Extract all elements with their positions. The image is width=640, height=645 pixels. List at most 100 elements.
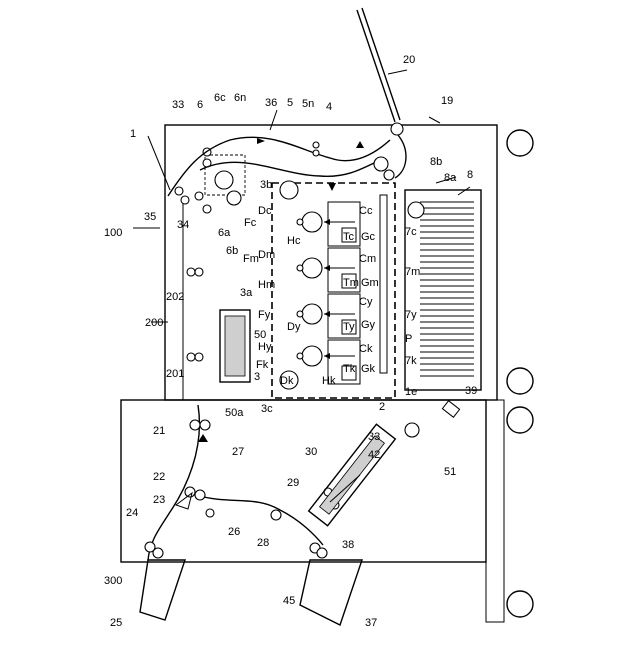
- label-Gm: Gm: [361, 277, 379, 289]
- label-6: 6: [197, 99, 203, 111]
- manual-tray-line-b: [362, 8, 400, 120]
- belt-roller-top: [280, 181, 298, 199]
- label-26: 26: [228, 526, 240, 538]
- wheel-mid-upper: [507, 368, 533, 394]
- label-3b: 3b: [260, 179, 272, 191]
- label-1e: 1e: [405, 386, 417, 398]
- label-38: 38: [342, 539, 354, 551]
- label-Hy: Hy: [258, 341, 272, 353]
- reference-labels: 100 1 19 20 36 33 6 6c 6n 5 5n 4 8b 8a 8…: [104, 54, 477, 629]
- pickup-roller: [408, 202, 424, 218]
- label-Fc: Fc: [244, 217, 257, 229]
- label-Tc: Tc: [343, 231, 355, 243]
- lower-unit-frame: [121, 400, 486, 562]
- label-300: 300: [104, 575, 122, 587]
- wheel-mid-lower: [507, 407, 533, 433]
- label-4: 4: [326, 101, 332, 113]
- label-28: 28: [257, 537, 269, 549]
- label-30: 30: [305, 446, 317, 458]
- label-3c: 3c: [261, 403, 273, 415]
- label-Ck: Ck: [359, 343, 373, 355]
- switch-guide: [176, 493, 192, 509]
- label-Fk: Fk: [256, 359, 269, 371]
- label-36: 36: [265, 97, 277, 109]
- label-3a: 3a: [240, 287, 253, 299]
- label-7y: 7y: [405, 309, 417, 321]
- label-Gk: Gk: [361, 363, 376, 375]
- label-5: 5: [287, 97, 293, 109]
- label-Dy: Dy: [287, 321, 301, 333]
- label-25: 25: [110, 617, 122, 629]
- label-33-bottom: 33: [368, 431, 380, 443]
- label-21: 21: [153, 425, 165, 437]
- output-tray-right: [300, 560, 362, 625]
- transfer-guide: [380, 195, 387, 373]
- drum-cyan: [302, 212, 322, 232]
- label-19: 19: [441, 95, 453, 107]
- label-P: P: [405, 333, 412, 345]
- label-45: 45: [283, 595, 295, 607]
- label-Gy: Gy: [361, 319, 376, 331]
- label-Ty: Ty: [343, 321, 355, 333]
- label-2: 2: [379, 401, 385, 413]
- label-51: 51: [444, 466, 456, 478]
- wheel-bottom: [507, 591, 533, 617]
- label-50a: 50a: [225, 407, 244, 419]
- label-201: 201: [166, 368, 184, 380]
- label-34: 34: [177, 219, 189, 231]
- label-6n: 6n: [234, 92, 246, 104]
- label-6b: 6b: [226, 245, 238, 257]
- label-39: 39: [465, 385, 477, 397]
- drum-black: [302, 346, 322, 366]
- manual-tray-line-a: [357, 10, 395, 122]
- label-Dc: Dc: [258, 205, 272, 217]
- label-5n: 5n: [302, 98, 314, 110]
- label-Hk: Hk: [322, 375, 336, 387]
- label-Cc: Cc: [359, 205, 373, 217]
- label-35: 35: [144, 211, 156, 223]
- image-forming-unit-frame: [272, 183, 395, 398]
- label-7c: 7c: [405, 226, 417, 238]
- drum-yellow: [302, 304, 322, 324]
- label-Cm: Cm: [359, 253, 376, 265]
- manual-feed-roller: [391, 123, 403, 135]
- label-42: 42: [368, 449, 380, 461]
- label-8a: 8a: [444, 172, 457, 184]
- output-tray-left: [140, 560, 185, 620]
- label-23: 23: [153, 494, 165, 506]
- label-29: 29: [287, 477, 299, 489]
- label-Fy: Fy: [258, 309, 271, 321]
- label-8: 8: [467, 169, 473, 181]
- label-100: 100: [104, 227, 122, 239]
- label-50: 50: [254, 329, 266, 341]
- label-6a: 6a: [218, 227, 231, 239]
- label-1: 1: [130, 128, 136, 140]
- label-33-top: 33: [172, 99, 184, 111]
- label-202: 202: [166, 291, 184, 303]
- wheel-top: [507, 130, 533, 156]
- label-7k: 7k: [405, 355, 417, 367]
- label-8b: 8b: [430, 156, 442, 168]
- label-Hc: Hc: [287, 235, 301, 247]
- label-7m: 7m: [405, 266, 420, 278]
- drum-magenta: [302, 258, 322, 278]
- label-6c: 6c: [214, 92, 226, 104]
- side-rail: [486, 400, 504, 622]
- paper-stack: [420, 202, 474, 376]
- cartridges: [328, 202, 360, 384]
- label-Dm: Dm: [258, 249, 275, 261]
- toner-fill: [225, 316, 245, 376]
- label-Fm: Fm: [243, 253, 259, 265]
- label-3: 3: [254, 371, 260, 383]
- label-200: 200: [145, 317, 163, 329]
- label-Cy: Cy: [359, 296, 373, 308]
- label-Tm: Tm: [343, 277, 359, 289]
- label-24: 24: [126, 507, 138, 519]
- label-Dk: Dk: [280, 375, 294, 387]
- label-Tk: Tk: [343, 363, 356, 375]
- label-Gc: Gc: [361, 231, 376, 243]
- label-37: 37: [365, 617, 377, 629]
- label-22: 22: [153, 471, 165, 483]
